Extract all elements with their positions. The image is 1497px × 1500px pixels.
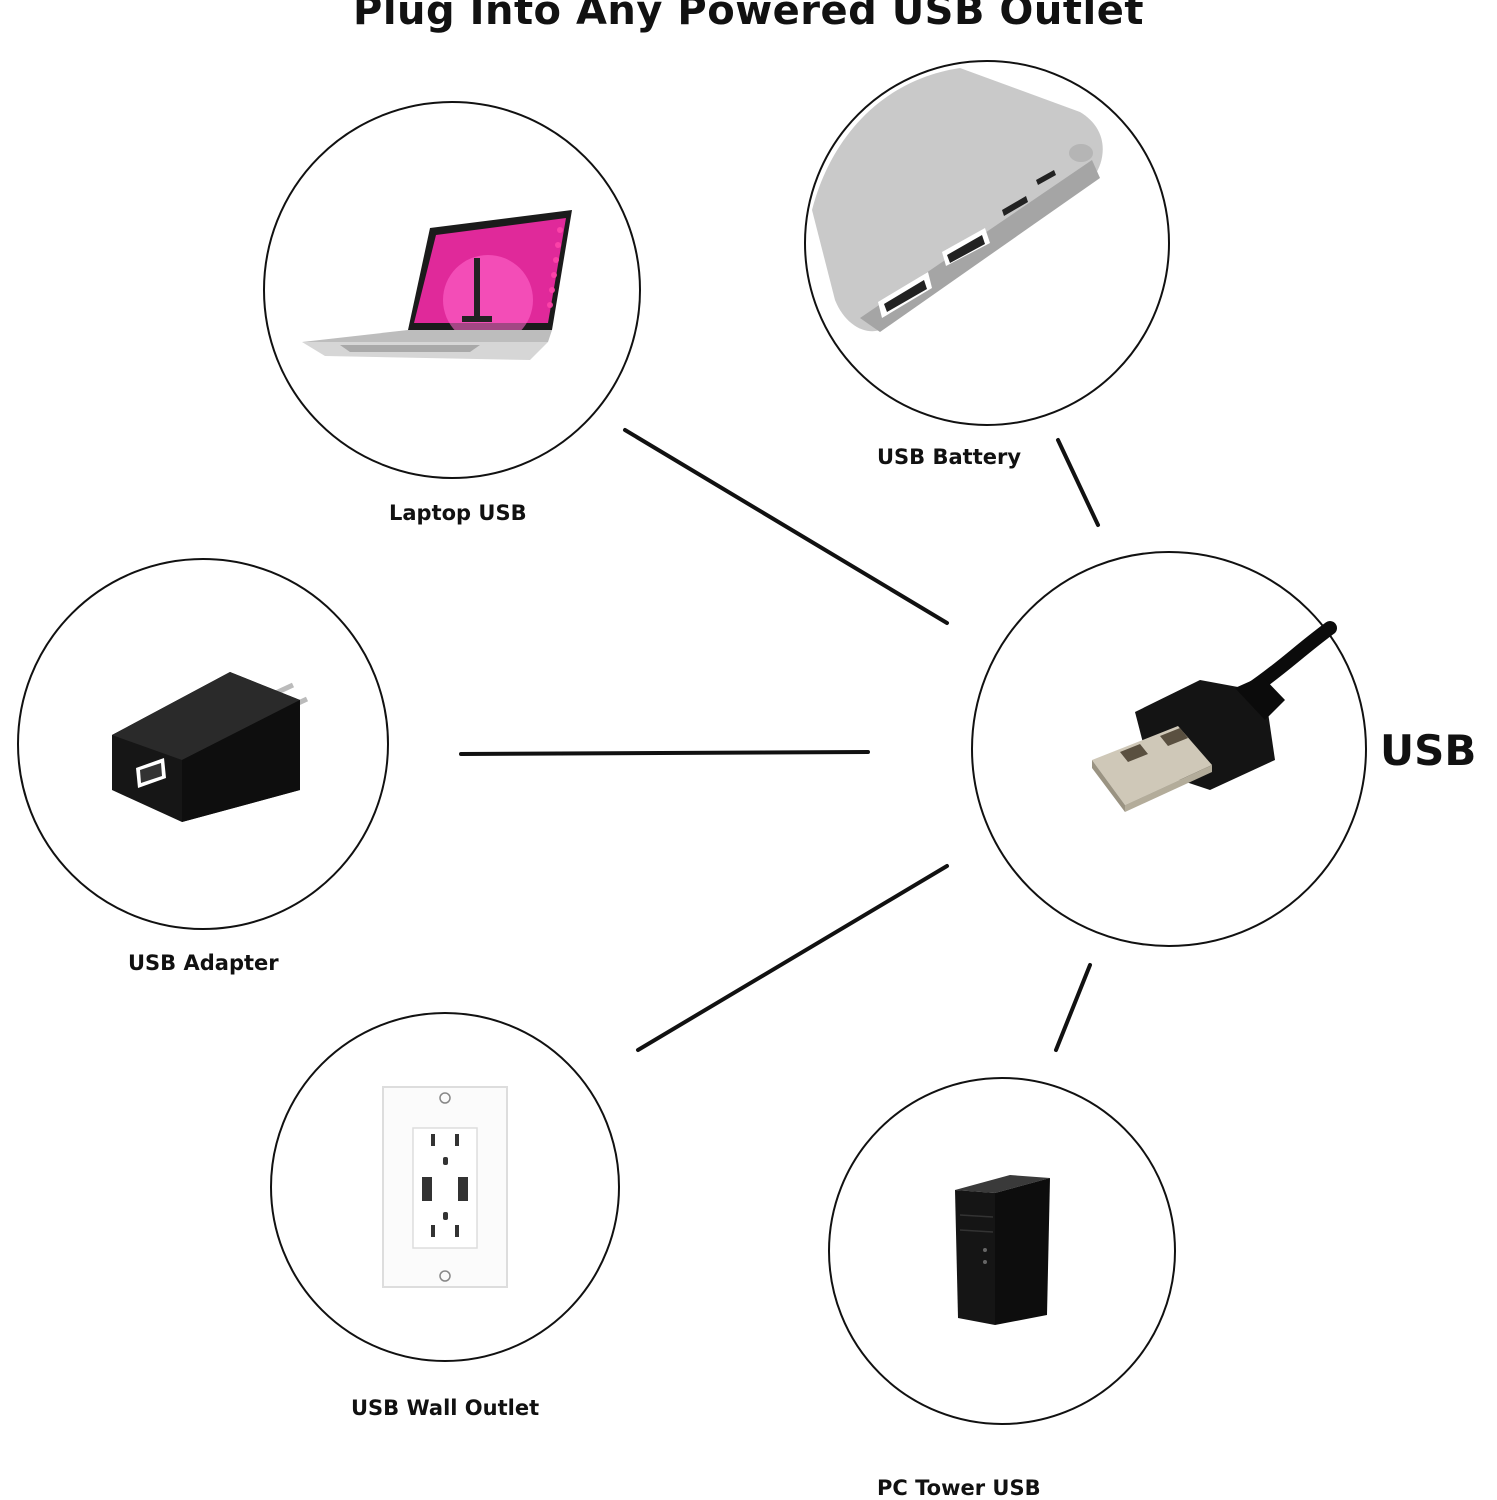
label-usb-wall-outlet: USB Wall Outlet <box>351 1396 540 1420</box>
connector-pc-tower <box>1054 963 1092 1052</box>
label-laptop-usb: Laptop USB <box>389 501 527 525</box>
wall-adapter-icon <box>112 672 309 822</box>
connector-adapter <box>459 750 870 756</box>
label-usb-adapter: USB Adapter <box>128 951 279 975</box>
usb-plug-icon <box>1092 621 1337 812</box>
wall-outlet-icon <box>382 1086 508 1288</box>
connector-laptop <box>623 428 949 625</box>
pc-tower-icon <box>955 1175 1050 1325</box>
label-usb-battery: USB Battery <box>877 445 1022 469</box>
label-pc-tower-usb: PC Tower USB <box>877 1476 1041 1500</box>
page-title: Plug Into Any Powered USB Outlet <box>353 0 1144 34</box>
center-usb-label: USB <box>1380 726 1477 775</box>
battery-pack-icon <box>812 68 1103 332</box>
connector-battery <box>1056 438 1100 527</box>
connector-lines <box>459 428 1100 1052</box>
laptop-icon <box>302 210 572 360</box>
connector-wall-outlet <box>636 864 949 1052</box>
